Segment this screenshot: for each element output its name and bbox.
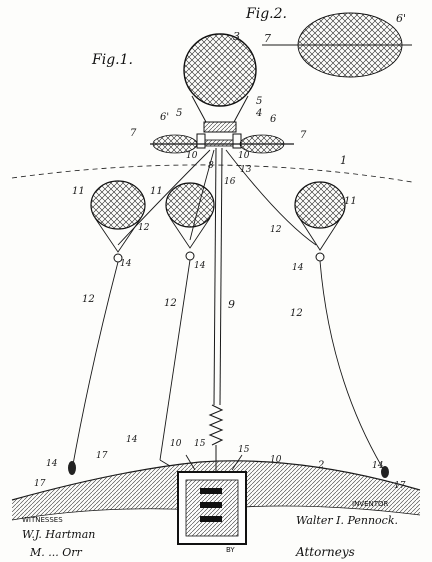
fig2-propeller-detail	[262, 12, 412, 78]
attorney-signature: Attorneys	[295, 545, 355, 559]
ref-17c: 17	[394, 481, 406, 491]
ref-7-left: 7	[130, 128, 137, 139]
ref-15a: 15	[194, 439, 206, 449]
ref-12c: 12	[82, 294, 95, 305]
ref-11b: 11	[150, 186, 163, 197]
inventor-name: Walter I. Pennock.	[296, 514, 398, 527]
ref-12e: 12	[290, 308, 303, 319]
ref-5b: 5	[176, 108, 182, 119]
ref-14d: 14	[126, 435, 138, 445]
propeller-assembly	[150, 133, 294, 154]
ref-11a: 11	[72, 186, 85, 197]
ref-6p: 6'	[160, 112, 169, 123]
ref-12b: 12	[270, 225, 282, 235]
winch-housing	[159, 454, 247, 545]
ref-12d: 12	[164, 298, 177, 309]
ref-10b: 10	[238, 151, 250, 161]
witnesses-label: WITNESSES	[22, 516, 63, 524]
ref-13: 13	[240, 165, 252, 175]
main-balloon	[183, 33, 257, 133]
by-label: BY	[226, 546, 235, 554]
ref-5: 5	[256, 96, 262, 107]
ref-16: 16	[224, 177, 236, 187]
ref-8: 8	[208, 161, 214, 171]
ref-7-right: 7	[300, 130, 307, 141]
ref-6p-fig2: 6'	[396, 12, 406, 25]
inventor-label: INVENTOR	[352, 500, 389, 508]
fig2-title: Fig.2.	[245, 6, 287, 22]
witness-signature-1: W.J. Hartman	[22, 528, 95, 541]
ref-1: 1	[340, 154, 347, 167]
ref-17b: 17	[34, 479, 46, 489]
ref-14f: 14	[372, 461, 384, 471]
witness-signature-2: M. ... Orr	[29, 546, 83, 559]
horizon-line	[11, 164, 413, 183]
ref-3: 3	[233, 30, 240, 43]
ref-14c: 14	[292, 263, 304, 273]
fig1-title: Fig.1.	[91, 52, 133, 68]
ref-10d: 10	[270, 455, 282, 465]
ref-4: 4	[255, 108, 262, 119]
ref-6: 6	[270, 114, 277, 125]
ref-7-fig2: 7	[264, 32, 271, 45]
ref-15b: 15	[238, 445, 250, 455]
ref-10a: 10	[186, 151, 198, 161]
ref-17a: 17	[96, 451, 108, 461]
ref-14e: 14	[46, 459, 58, 469]
side-balloon-left	[90, 180, 146, 263]
ref-14a: 14	[120, 259, 132, 269]
side-balloon-right	[294, 181, 346, 262]
ref-10c: 10	[170, 439, 182, 449]
ref-11c: 11	[344, 196, 357, 207]
ref-2: 2	[317, 460, 324, 471]
ref-14b: 14	[194, 261, 206, 271]
ground-tethers	[68, 259, 389, 478]
ref-12a: 12	[138, 223, 150, 233]
side-balloon-center	[165, 182, 215, 261]
ref-9: 9	[228, 298, 235, 311]
